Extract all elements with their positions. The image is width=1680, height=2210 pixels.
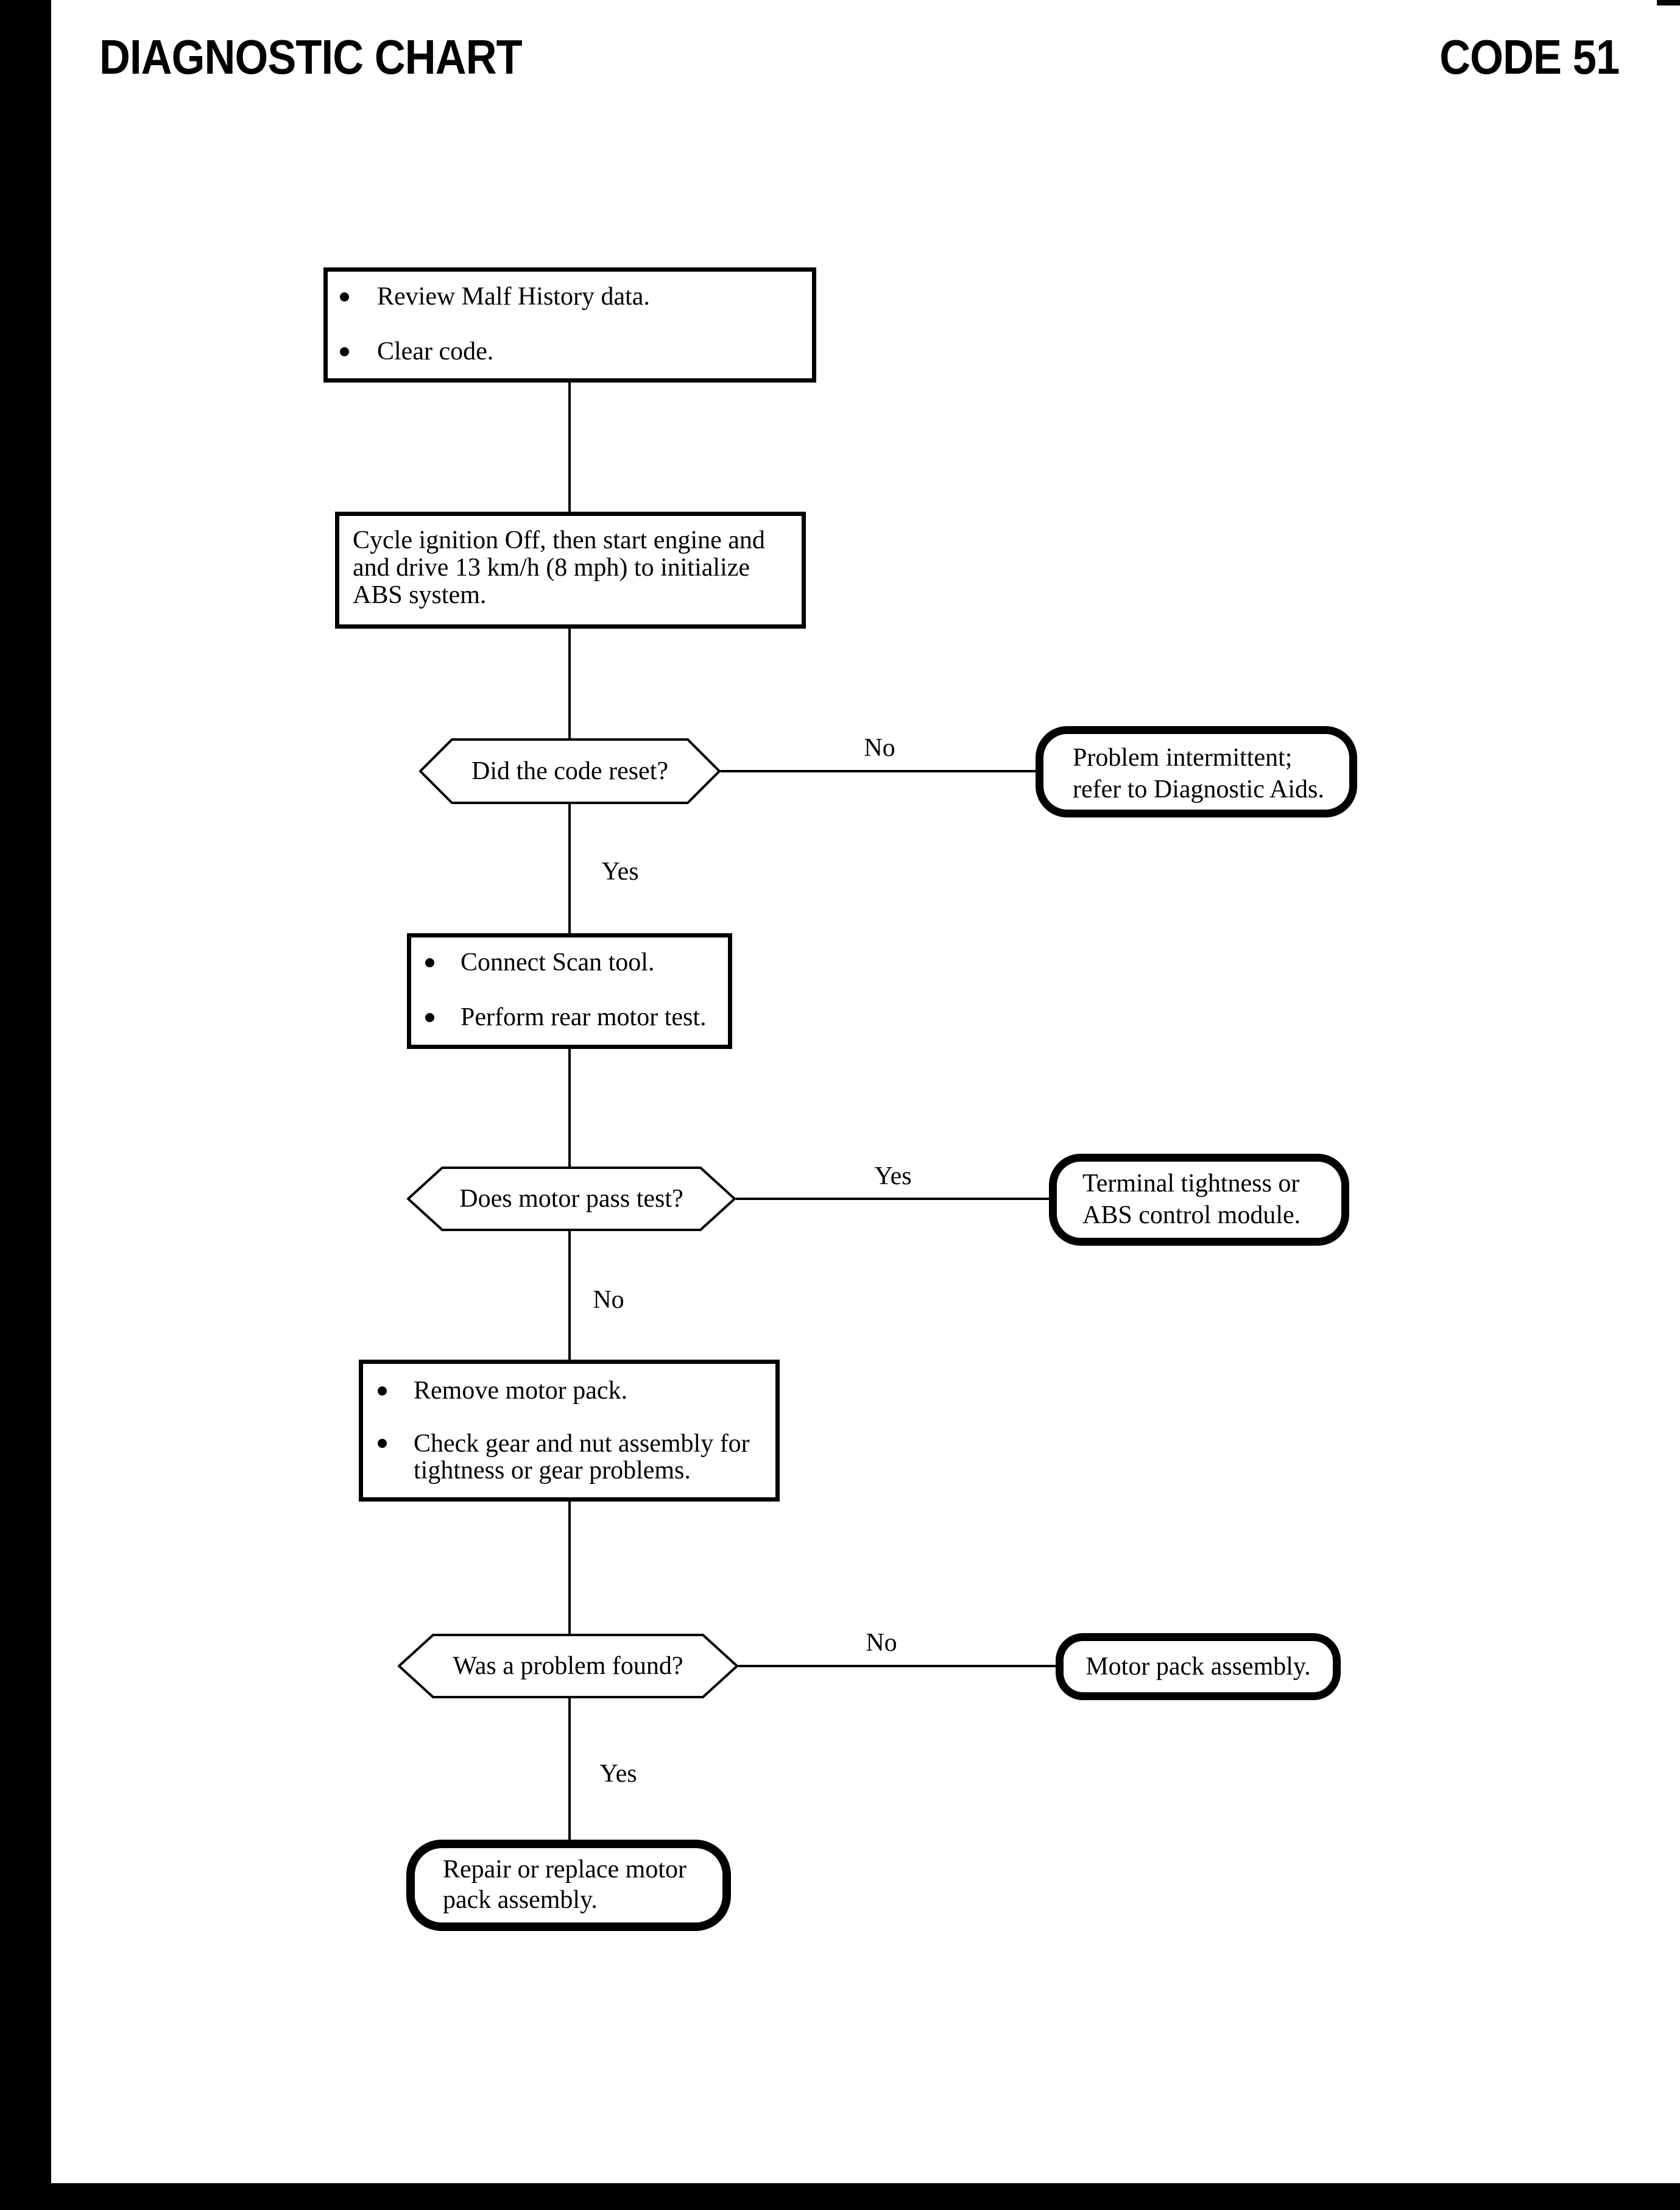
process-box-review-history: Review Malf History data. Clear code. [323,267,816,383]
list-item-text: Review Malf History data. [377,283,650,311]
page-title: DIAGNOSTIC CHART [99,30,523,84]
connector-decision3-result3 [738,1665,1059,1667]
process-box-cycle-ignition: Cycle ignition Off, then start engine an… [335,512,806,629]
decision-motor-pass-test: Does motor pass test? [407,1167,736,1231]
text-line: refer to Diagnostic Aids. [1073,775,1324,803]
hexagon-shape [407,1167,736,1231]
connector-decision2-result2 [736,1198,1053,1200]
list-item: Remove motor pack. [378,1375,627,1407]
text-line: tightness or gear problems. [414,1456,691,1485]
process-box-remove-motor-pack: Remove motor pack. Check gear and nut as… [359,1360,780,1502]
text-line: Cycle ignition Off, then start engine an… [353,526,765,554]
list-item: Check gear and nut assembly for tightnes… [378,1430,750,1484]
branch-label-no: No [864,734,895,762]
decision-did-code-reset: Did the code reset? [419,738,721,804]
bullet-icon [425,958,434,967]
scan-edge-bottom-bar [0,2183,1680,2210]
code-title: CODE 51 [1439,30,1620,84]
text-line: ABS system. [353,581,487,609]
text-line: and drive 13 km/h (8 mph) to initialize [353,554,750,582]
branch-label-yes: Yes [874,1162,912,1190]
connector-decision3-result4 [568,1697,571,1842]
branch-label-no: No [593,1286,624,1314]
terminal-text: Motor pack assembly. [1085,1653,1311,1681]
connector-decision2-step4 [568,1230,571,1362]
bullet-icon [340,292,349,302]
text-line: ABS control module. [1082,1201,1301,1229]
hexagon-shape [398,1634,738,1698]
connector-step4-decision3 [568,1500,571,1636]
decision-question: Does motor pass test? [459,1185,683,1213]
list-item: Perform rear motor test. [425,1001,707,1033]
process-text: Cycle ignition Off, then start engine an… [353,527,765,609]
scan-edge-left-bar [0,0,51,2210]
branch-label-yes: Yes [599,1760,637,1788]
terminal-text: Repair or replace motor pack assembly. [443,1854,686,1915]
text-line: pack assembly. [443,1886,598,1914]
terminal-problem-intermittent: Problem intermittent; refer to Diagnosti… [1036,726,1357,817]
connector-decision1-step3 [568,803,571,936]
terminal-motor-pack-assembly: Motor pack assembly. [1056,1633,1341,1700]
list-item-text: Clear code. [377,337,494,365]
list-item-text: Perform rear motor test. [461,1003,707,1031]
connector-decision1-result1 [721,770,1039,772]
bullet-icon [378,1439,387,1448]
list-item-text: Check gear and nut assembly for tightnes… [414,1430,750,1484]
text-line: Terminal tightness or [1082,1170,1300,1198]
bullet-icon [340,347,349,356]
text-line: Repair or replace motor [443,1855,686,1883]
list-item-text: Connect Scan tool. [461,948,655,976]
decision-question: Did the code reset? [471,757,669,785]
list-item: Clear code. [340,336,493,367]
hexagon-shape [419,738,721,804]
text-line: Problem intermittent; [1073,744,1293,772]
connector-step1-step2 [568,383,571,514]
scan-mark-top-right [1657,0,1680,5]
terminal-terminal-tightness: Terminal tightness or ABS control module… [1049,1154,1349,1246]
list-item-text: Remove motor pack. [414,1377,628,1405]
bullet-icon [425,1012,434,1022]
decision-question: Was a problem found? [453,1652,683,1680]
branch-label-yes: Yes [601,858,639,886]
bullet-icon [378,1386,387,1396]
connector-step3-decision2 [568,1048,571,1169]
terminal-text: Terminal tightness or ABS control module… [1082,1168,1301,1231]
connector-step2-decision1 [568,627,571,741]
branch-label-no: No [866,1629,897,1657]
list-item: Connect Scan tool. [425,947,654,978]
terminal-text: Problem intermittent; refer to Diagnosti… [1073,742,1324,805]
process-box-connect-scan-tool: Connect Scan tool. Perform rear motor te… [407,933,732,1049]
terminal-repair-replace: Repair or replace motor pack assembly. [406,1840,731,1931]
text-line: Check gear and nut assembly for [414,1430,750,1458]
list-item: Review Malf History data. [340,281,650,312]
decision-was-problem-found: Was a problem found? [398,1634,738,1698]
